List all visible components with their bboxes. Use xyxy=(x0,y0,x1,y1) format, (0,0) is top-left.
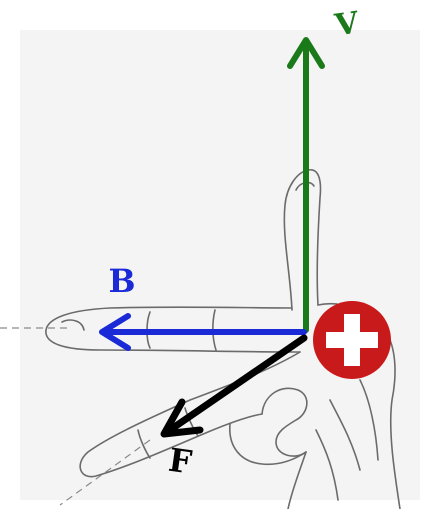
background-wash xyxy=(20,30,420,500)
field-label: B xyxy=(108,262,135,300)
velocity-label: V xyxy=(332,5,362,43)
positive-charge xyxy=(313,301,391,379)
